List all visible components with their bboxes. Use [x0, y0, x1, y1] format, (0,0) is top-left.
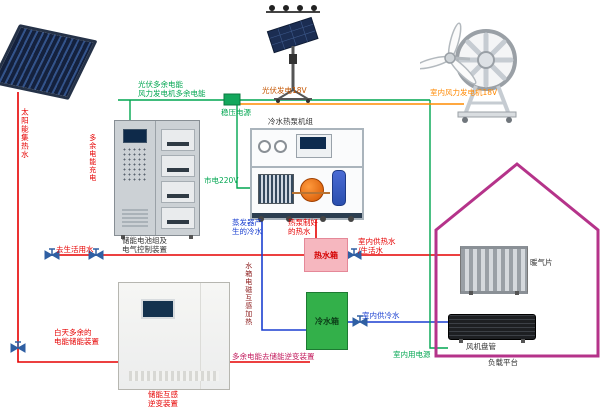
- label-surplus-power-bus: 光伏多余电能 风力发电机多余电能: [138, 80, 206, 99]
- hp-copper-pipe: [292, 192, 330, 194]
- cabinet-vent: [122, 207, 148, 227]
- pv-panel: [266, 16, 319, 54]
- wind-turbine: [420, 22, 517, 123]
- label-evaporator-cold: 蒸发器产 生的冷水: [232, 218, 262, 237]
- battery-control-cabinet: [114, 120, 200, 239]
- valve-icon: [44, 248, 60, 260]
- fan-coil-foot: [459, 339, 463, 343]
- turbine-stand: [464, 85, 510, 113]
- label-wind-generation: 室内风力发电机18V: [430, 88, 498, 97]
- label-heat-pump-unit: 冷水热泵机组: [268, 117, 313, 126]
- hp-condenser-coil: [258, 174, 294, 204]
- house-outline: [434, 162, 600, 358]
- label-mains-power: 市电220V: [204, 176, 239, 185]
- caster-icon: [348, 216, 354, 222]
- label-pv-generation: 光伏发电18V: [262, 86, 307, 95]
- radiator-unit: [460, 246, 528, 295]
- hot-tank-label: 热水箱: [314, 250, 338, 260]
- label-surplus-to-storage: 多余电能去储能逆变装置: [232, 352, 315, 361]
- label-indoor-power: 室内用电源: [393, 350, 431, 359]
- caster-icon: [258, 216, 264, 222]
- cold-water-tank: 冷水箱: [306, 292, 348, 350]
- label-indoor-cold-supply: 室内供冷水: [362, 311, 400, 320]
- caster-icon: [286, 216, 292, 222]
- hp-compressor: [300, 178, 324, 202]
- wire-to-heatpump: [236, 100, 252, 189]
- fan-coil-unit: [448, 314, 536, 343]
- label-load-platform: 负载平台: [488, 358, 518, 367]
- cabinet-left-door: [115, 121, 156, 235]
- cabinet-screen: [123, 129, 147, 143]
- cabinet-foot: [121, 235, 125, 239]
- hot-water-tank: 热水箱: [304, 238, 348, 272]
- hp-base-frame: [252, 213, 362, 218]
- valve-icon: [352, 315, 368, 327]
- voltage-regulator-box: [223, 93, 241, 106]
- valves-group: [10, 248, 368, 353]
- inverter-door-seam: [200, 283, 201, 389]
- valve-icon: [10, 341, 26, 353]
- cabinet-foot: [189, 235, 193, 239]
- lamp-icons: [269, 5, 317, 12]
- gauge-icon: [258, 140, 271, 153]
- inverter-screen: [141, 299, 175, 319]
- label-daytime-surplus: 白天多余的 电能储能装置: [54, 328, 99, 347]
- radiator-foot: [469, 291, 473, 295]
- label-inverter-cabinet: 储能互感 逆变装置: [148, 390, 178, 409]
- radiator-foot: [515, 291, 519, 295]
- cabinet-buttons: [122, 147, 148, 181]
- label-surplus-charge: 多余电能充电: [88, 134, 97, 182]
- fan-coil-foot: [521, 339, 525, 343]
- hp-shelf: [252, 166, 362, 168]
- label-domestic-water: 去生活用水: [56, 245, 94, 254]
- valve-icon: [88, 248, 104, 260]
- label-battery-cabinet: 储能电池组及 电气控制装置: [122, 236, 167, 255]
- label-heat-pump-hot: 热泵制好 的热水: [288, 218, 318, 237]
- cold-tank-label: 冷水箱: [315, 316, 339, 326]
- heat-pump-machine: [250, 128, 364, 222]
- label-tank-induction-heating: 水箱电磁互感加热: [244, 262, 253, 326]
- pipe-cold-evaporator: [261, 210, 306, 331]
- label-indoor-hot-supply: 室内供热水 /生活水: [358, 237, 396, 256]
- inverter-vent: [129, 371, 219, 381]
- hp-screen: [300, 137, 326, 149]
- junction-box: [289, 54, 297, 64]
- wire-to-house: [429, 100, 448, 349]
- battery-module: [161, 181, 195, 203]
- caster-icon: [320, 216, 326, 222]
- battery-module: [161, 155, 195, 177]
- label-fan-coil: 风机盘管: [466, 342, 496, 351]
- label-radiator: 暖气片: [530, 258, 553, 267]
- label-solar-hot-water: 太阳能集热水: [20, 108, 30, 159]
- pv-light-rig: [266, 5, 320, 103]
- label-voltage-regulator: 稳压电源: [221, 108, 251, 117]
- battery-module: [161, 207, 195, 229]
- inverter-cabinet: [118, 282, 230, 390]
- gauge-icon: [274, 140, 287, 153]
- hp-accumulator: [332, 170, 346, 206]
- battery-module: [161, 129, 195, 151]
